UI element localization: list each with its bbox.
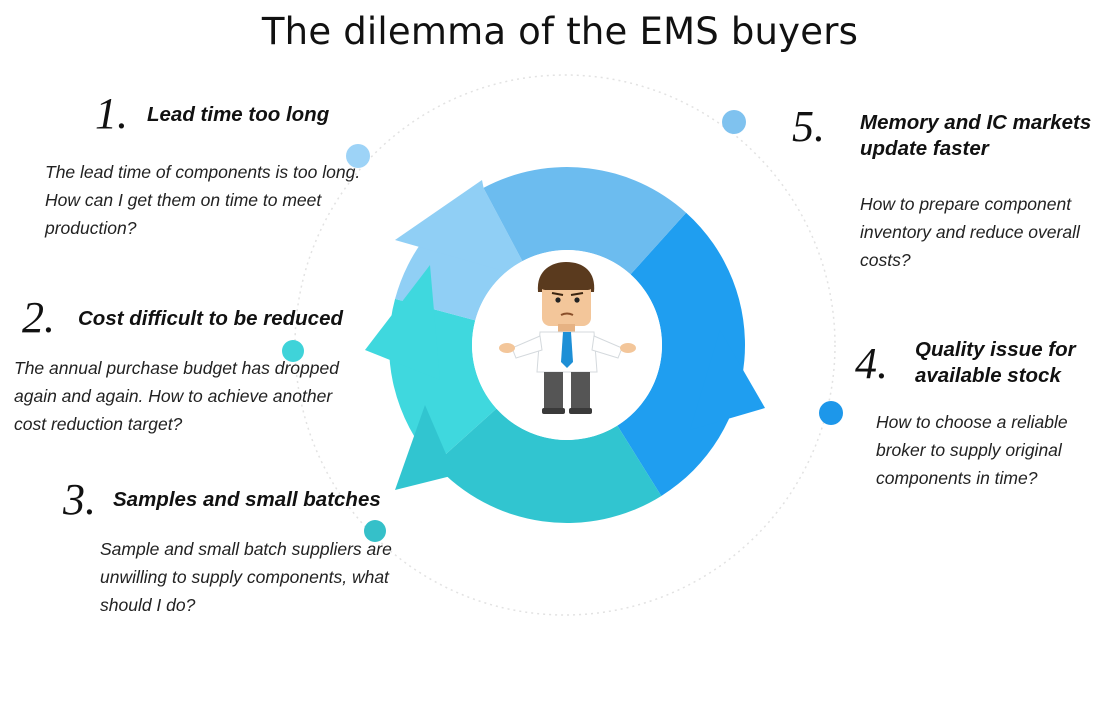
issue-3-heading: Samples and small batches xyxy=(113,488,381,511)
issue-3-dot xyxy=(364,520,386,542)
issue-4-dot xyxy=(819,401,843,425)
issue-1-dot xyxy=(346,144,370,168)
ring-segment-blue xyxy=(617,212,745,496)
issue-2-number: 2. xyxy=(22,293,55,342)
ring-segment-sky-blue xyxy=(483,167,687,275)
issue-1-number: 1. xyxy=(95,89,128,138)
issue-2-description: The annual purchase budget has dropped a… xyxy=(14,358,339,434)
issue-4-description: How to choose a reliable broker to suppl… xyxy=(876,412,1068,488)
issue-2-heading: Cost difficult to be reduced xyxy=(78,307,343,330)
issue-5-description: How to prepare component inventory and r… xyxy=(860,194,1080,270)
issue-1-description: The lead time of components is too long.… xyxy=(45,162,361,238)
issue-2-dot xyxy=(282,340,304,362)
ring-arrow-head-left xyxy=(365,265,440,380)
issue-4-heading: Quality issue for available stock xyxy=(915,338,1076,387)
ring-arrow-head-right xyxy=(690,330,765,430)
issue-1-heading: Lead time too long xyxy=(147,103,330,126)
issue-4-number: 4. xyxy=(855,339,888,388)
ring-segment-teal xyxy=(434,408,662,523)
ring-arrow-head-top xyxy=(395,180,500,270)
issue-3-number: 3. xyxy=(63,475,96,524)
issue-5-number: 5. xyxy=(792,102,825,151)
page-title: The dilemma of the EMS buyers xyxy=(261,10,859,53)
ring-arrow-head-bottom xyxy=(395,405,455,490)
issue-3-description: Sample and small batch suppliers are unw… xyxy=(100,539,392,615)
confused-businessman-figure-icon xyxy=(499,262,636,414)
issue-5-dot xyxy=(722,110,746,134)
issue-5-heading: Memory and IC markets update faster xyxy=(860,111,1092,160)
